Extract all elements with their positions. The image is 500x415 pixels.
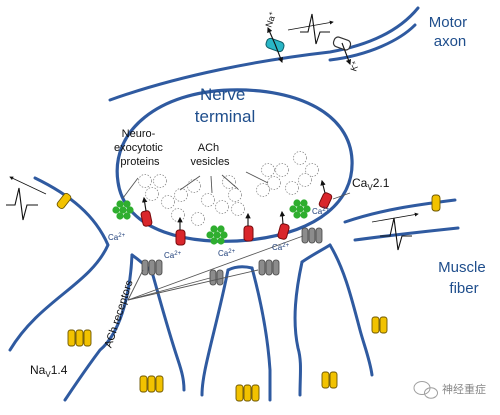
nav14-label: NaV1.4 bbox=[30, 363, 68, 379]
ach-vesicle bbox=[256, 183, 270, 197]
ach-receptors-label: ACh receptors bbox=[103, 278, 136, 349]
cav-channel bbox=[175, 229, 186, 246]
ach-receptors bbox=[141, 227, 323, 286]
nav14-channels bbox=[56, 192, 441, 402]
cav-channel bbox=[318, 192, 333, 209]
ach-vesicles-label: ACh vesicles bbox=[190, 142, 230, 168]
calcium-ion-labels: Ca2+ Ca2+ Ca2+ Ca2+ Ca2+ bbox=[108, 207, 330, 260]
muscle-fiber-label: Muscle fiber bbox=[438, 259, 490, 297]
ach-vesicle bbox=[171, 208, 185, 222]
watermark: 神经重症 bbox=[413, 381, 486, 399]
ach-vesicle bbox=[231, 202, 245, 216]
protein-cluster bbox=[112, 200, 134, 220]
protein-cluster bbox=[206, 225, 228, 245]
ach-vesicle bbox=[228, 188, 242, 202]
ach-vesicle bbox=[261, 163, 275, 177]
ach-vesicle bbox=[305, 163, 319, 177]
cav21-label: CaV2.1 bbox=[352, 176, 390, 192]
ach-vesicle bbox=[215, 200, 229, 214]
neuroexocytotic-proteins-label: Neuro- exocytotic proteins bbox=[114, 128, 166, 168]
cav-channel bbox=[277, 223, 290, 240]
flow-arrows bbox=[141, 26, 352, 230]
ca-ion-label: Ca2+ bbox=[164, 251, 182, 260]
ach-vesicle bbox=[201, 193, 215, 207]
cav-channel bbox=[140, 210, 153, 227]
ca-ion-label: Ca2+ bbox=[218, 249, 236, 258]
action-potential-trace-icon bbox=[287, 13, 334, 45]
action-potential-trace-icon bbox=[371, 212, 419, 251]
ach-vesicle bbox=[267, 176, 281, 190]
cav-channel bbox=[243, 225, 254, 242]
ach-vesicle bbox=[138, 174, 152, 188]
protein-cluster bbox=[289, 199, 311, 219]
ach-vesicle bbox=[275, 163, 289, 177]
ach-vesicle bbox=[153, 174, 167, 188]
ca-ion-label: Ca2+ bbox=[312, 207, 330, 216]
sodium-ion-label: Na+ bbox=[263, 11, 278, 29]
ach-vesicle bbox=[161, 195, 175, 209]
ca-ion-label: Ca2+ bbox=[108, 233, 126, 242]
ach-vesicle bbox=[145, 187, 159, 201]
ach-vesicle bbox=[285, 181, 299, 195]
motor-axon-label: Motor axon bbox=[429, 14, 472, 50]
ach-vesicle bbox=[187, 179, 201, 193]
cav21-channels bbox=[140, 192, 333, 246]
muscle-fiber-membrane bbox=[8, 176, 460, 402]
action-potential-trace-icon bbox=[6, 176, 47, 221]
neuroexocytotic-proteins bbox=[112, 199, 311, 245]
wechat-logo-icon bbox=[413, 381, 438, 399]
ca-ion-label: Ca2+ bbox=[272, 243, 290, 252]
nerve-terminal-label: Nerve terminal bbox=[195, 85, 255, 126]
ach-vesicle bbox=[293, 151, 307, 165]
motor-axon-membrane bbox=[108, 6, 420, 102]
ach-vesicle bbox=[174, 188, 188, 202]
ach-vesicle bbox=[298, 173, 312, 187]
ach-vesicles bbox=[138, 151, 319, 226]
leader-lines bbox=[122, 171, 351, 301]
watermark-text: 神经重症 bbox=[442, 382, 486, 396]
potassium-ion-label: K+ bbox=[348, 60, 361, 73]
nerve-terminal-membrane bbox=[115, 88, 354, 243]
ach-vesicle bbox=[191, 212, 205, 226]
